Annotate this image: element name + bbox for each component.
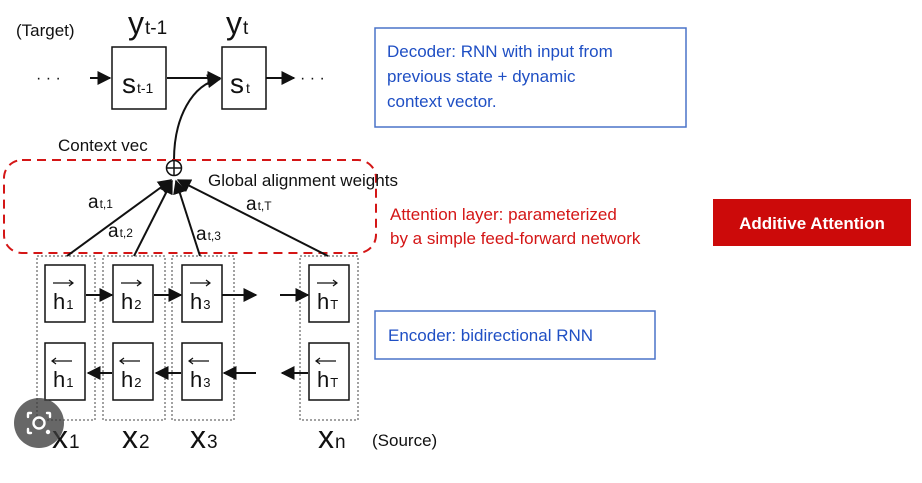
forward-h-T: hT [317,279,338,314]
svg-text:h3: h3 [190,367,210,392]
input-x-2: x2 [122,419,150,455]
weight-line-1 [66,179,173,257]
backward-h-T: hT [315,357,338,392]
svg-text:h1: h1 [53,367,73,392]
context-vec-label: Context vec [58,136,148,155]
context-vector-arrow [173,74,222,161]
decoder-dots-left: · · · [36,70,61,87]
forward-h-1: h1 [53,279,74,314]
output-y-prev: yt-1 [128,5,167,41]
target-label: (Target) [16,21,75,40]
image-search-icon [26,411,52,435]
backward-box-2 [112,342,154,401]
svg-text:hT: hT [317,367,338,392]
forward-h-3: h3 [190,279,211,314]
weight-line-2 [133,179,173,257]
encoder-column-2 [102,255,166,421]
backward-box-T [308,342,350,401]
encoder-callout-text: Encoder: bidirectional RNN [388,326,593,345]
backward-h-3: h3 [188,357,210,392]
input-x-3: x3 [190,419,218,455]
global-alignment-label: Global alignment weights [208,171,398,190]
output-y-current: yt [226,5,249,41]
forward-box-2 [112,264,154,323]
weight-label-T: at,T [246,194,272,215]
state-s-prev: st-1 [122,68,154,99]
attention-callout-text: Attention layer: parameterized by a simp… [390,205,641,248]
backward-h-2: h2 [119,357,141,392]
weight-line-3 [173,179,201,257]
source-label: (Source) [372,431,437,450]
forward-h-2: h2 [121,279,142,314]
encoder-column-3 [171,255,235,421]
svg-text:h1: h1 [53,289,73,314]
encoder-column-1 [36,255,96,421]
forward-box-T [308,264,350,323]
backward-h-1: h1 [51,357,73,392]
decoder-callout-box [374,27,687,128]
encoder-column-T [299,255,359,421]
weight-label-3: at,3 [196,224,221,245]
weight-line-T [176,179,329,257]
forward-box-3 [181,264,223,323]
weight-label-2: at,2 [108,221,133,242]
forward-box-1 [44,264,86,323]
svg-text:h2: h2 [121,289,141,314]
svg-text:h3: h3 [190,289,210,314]
additive-attention-badge-text: Additive Attention [739,214,885,233]
svg-text:hT: hT [317,289,338,314]
image-search-button[interactable] [14,398,64,448]
state-box-current [221,46,267,110]
attention-layer-region [3,159,377,254]
decoder-callout-text: Decoder: RNN with input from previous st… [387,42,618,111]
backward-box-3 [181,342,223,401]
encoder-callout-box [374,310,656,360]
state-box-prev [111,46,167,110]
input-x-n: xn [318,419,346,455]
additive-attention-badge [713,199,911,246]
weight-label-1: at,1 [88,192,113,213]
backward-box-1 [44,342,86,401]
svg-text:h2: h2 [121,367,141,392]
decoder-dots-right: · · · [300,70,325,87]
